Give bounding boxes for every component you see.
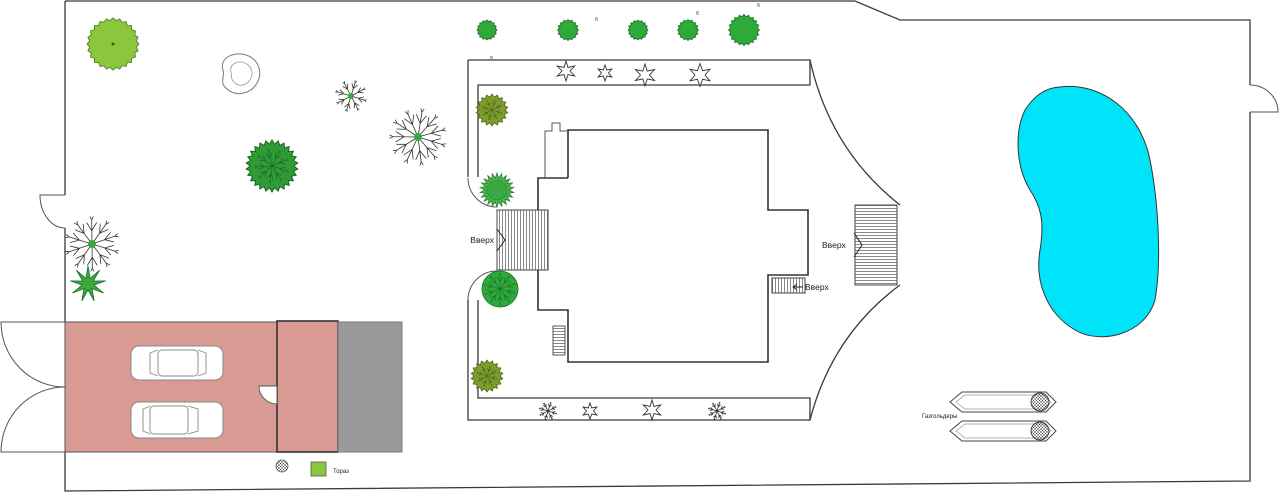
rock-icon — [221, 53, 261, 95]
round-shrub-icon — [676, 18, 700, 42]
tree-branches — [708, 402, 726, 420]
tree-branches — [539, 402, 557, 420]
legend: Тораз — [275, 459, 349, 477]
olive-shrub-branches — [476, 365, 498, 387]
legend-lawn-label: Тораз — [333, 469, 349, 475]
leaf-plant-icon — [688, 62, 712, 88]
leaf-plant-icon — [581, 401, 599, 421]
tree-mark-label: б — [696, 11, 699, 17]
car-icon — [130, 345, 224, 381]
garage-door — [258, 385, 278, 405]
car-body — [130, 345, 224, 381]
tree-icon — [389, 108, 447, 166]
stairs-arrow-right — [853, 232, 863, 258]
leaf-plant-icon — [634, 62, 656, 88]
round-shrub-icon — [476, 19, 498, 41]
tree-icon — [65, 216, 119, 272]
tree-icon — [539, 402, 557, 420]
terrace-gate-lower — [467, 270, 498, 301]
stairs-label-left: Вверх — [470, 235, 494, 245]
olive-shrub-icon — [470, 359, 504, 393]
round-shrub-icon — [627, 19, 649, 41]
pool — [1017, 85, 1160, 338]
side-stairs — [771, 277, 806, 294]
left-gate — [39, 194, 66, 229]
gas-holders: Газгольдеры — [922, 391, 1057, 442]
olive-shrub-branches — [481, 99, 503, 121]
car-icon — [130, 401, 224, 439]
rock-outline — [221, 53, 261, 95]
right-gate — [1249, 84, 1279, 113]
gas-holder-tank — [949, 391, 1057, 413]
garage-annex — [276, 320, 339, 453]
rock-inner — [230, 61, 253, 86]
tree-crown-center — [348, 93, 354, 99]
entrance-stairs-right — [854, 204, 898, 286]
gas-holder-tank — [949, 420, 1057, 442]
stairs-arrow-left — [496, 228, 506, 252]
tree-mark-label: б — [595, 17, 598, 23]
leaf-plant-icon — [596, 63, 614, 83]
gas-holder-inner — [955, 423, 1052, 439]
terrace-curve-upper — [809, 59, 901, 206]
inner-stairs — [552, 325, 566, 356]
house-outline — [537, 129, 809, 363]
side-stairs-arrow — [792, 283, 803, 291]
tree-mark-label: б — [757, 3, 760, 9]
gas-holder-icon — [949, 420, 1057, 442]
gas-holders-label: Газгольдеры — [922, 414, 957, 420]
conifer-shrub-branches — [254, 148, 289, 184]
round-shrub-icon — [727, 13, 761, 47]
car-windows — [149, 349, 207, 377]
tree-icon — [335, 80, 367, 112]
terrace-curve-lower — [809, 284, 901, 421]
lawn-tree-icon — [86, 17, 140, 71]
round-shrub-icon — [478, 171, 516, 209]
tree-crown-center — [414, 133, 422, 141]
car-cabin — [149, 405, 189, 435]
tree-crown-center — [88, 240, 96, 248]
round-shrub-branches — [484, 272, 516, 306]
car-cabin — [157, 349, 199, 377]
agave-icon — [70, 265, 106, 302]
round-shrub-icon — [481, 270, 519, 308]
legend-lawn-swatch — [310, 461, 327, 477]
round-shrub-core — [486, 179, 508, 201]
side-stairs-label: Вверх — [805, 282, 829, 292]
legend-hatch-circle — [275, 459, 289, 473]
tree-branches — [335, 80, 367, 112]
gas-holder-valve — [1030, 421, 1050, 441]
house-porch — [544, 122, 568, 178]
tree-icon — [708, 402, 726, 420]
garage — [64, 320, 403, 453]
garage-gate — [0, 321, 66, 453]
gas-holder-valve — [1030, 392, 1050, 412]
tree-mark-label: в — [490, 55, 493, 61]
leaf-plant-icon — [641, 398, 663, 422]
leaf-plant-icon — [555, 59, 577, 83]
gas-holder-inner — [955, 394, 1052, 410]
boundary-wall — [64, 0, 1251, 492]
car-body — [130, 401, 224, 439]
round-shrub-icon — [556, 18, 580, 42]
car-windows — [142, 405, 199, 435]
house: Вверх Вверх Вверх — [470, 122, 898, 363]
plantings: в б б б — [65, 3, 761, 422]
carport — [337, 321, 403, 453]
gas-holder-icon — [949, 391, 1057, 413]
lawn-tree-center — [111, 42, 115, 46]
tree-branches — [389, 108, 447, 166]
olive-shrub-icon — [475, 93, 509, 127]
tree-branches — [65, 216, 119, 272]
conifer-shrub-icon — [245, 139, 299, 193]
stairs-label-right: Вверх — [822, 240, 846, 250]
